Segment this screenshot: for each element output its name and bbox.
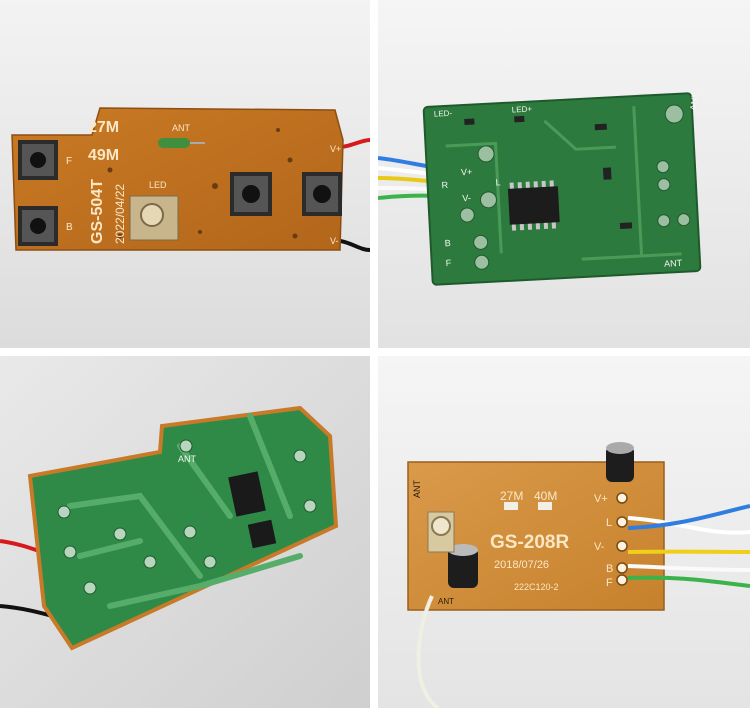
receiver-board-green-photo: LED- LED+ ANT ANT V+ V- R L B F [378, 0, 750, 348]
receiver-board-green-image: LED- LED+ ANT ANT V+ V- R L B F [378, 0, 750, 348]
date-label: 2022/04/22 [113, 184, 127, 244]
b-label: B [444, 238, 451, 248]
transmitter-board-front-photo: 27M 49M ANT LED F B V+ V- GS-504T 2022/0… [0, 0, 370, 348]
tact-switch [302, 172, 342, 216]
ant-bottom-label: ANT [664, 258, 683, 269]
f-label: F [606, 577, 613, 589]
led-label: LED [149, 180, 167, 190]
v-minus-label: V- [330, 236, 339, 246]
receiver-board-front-image: ANT ANT 27M 40M GS-208R 2018/07/26 222C1… [378, 356, 750, 708]
ant-label: ANT [178, 454, 197, 464]
transmitter-board-back-photo: ANT [0, 356, 370, 708]
v-plus-label: V+ [330, 144, 341, 154]
v-plus-label: V+ [461, 167, 473, 178]
model-label: GS-504T [89, 179, 106, 244]
v-plus-label: V+ [594, 493, 608, 505]
capacitor [606, 442, 634, 482]
freq-label-49m: 49M [88, 147, 119, 164]
freq-label-40m: 40M [534, 489, 557, 503]
tact-switch [230, 172, 272, 216]
ant-bottom-label: ANT [438, 597, 454, 606]
freq-label-27m: 27M [88, 119, 119, 136]
freq-label-27m: 27M [500, 489, 523, 503]
led-minus-label: LED- [434, 109, 453, 119]
button-b-label: B [66, 222, 73, 233]
ant-side-label: ANT [412, 479, 422, 498]
tact-switch [18, 206, 58, 246]
led-plus-label: LED+ [512, 104, 533, 114]
ant-label: ANT [172, 123, 191, 133]
transmitter-board-back-image: ANT [0, 356, 370, 708]
button-f-label: F [66, 156, 72, 167]
tact-switch [18, 140, 58, 180]
code-label: 222C120-2 [514, 582, 559, 592]
v-minus-label: V- [462, 193, 471, 203]
date-label: 2018/07/26 [494, 559, 549, 571]
l-label: L [495, 177, 501, 187]
v-minus-label: V- [594, 541, 605, 553]
capacitor [448, 544, 478, 588]
ant-top-label: ANT [688, 92, 700, 112]
receiver-board-front-photo: ANT ANT 27M 40M GS-208R 2018/07/26 222C1… [378, 356, 750, 708]
r-label: R [441, 180, 449, 190]
f-label: F [445, 258, 452, 268]
model-label: GS-208R [490, 532, 569, 553]
transmitter-board-front-image: 27M 49M ANT LED F B V+ V- GS-504T 2022/0… [0, 0, 370, 348]
l-label: L [606, 517, 612, 529]
b-label: B [606, 563, 613, 575]
